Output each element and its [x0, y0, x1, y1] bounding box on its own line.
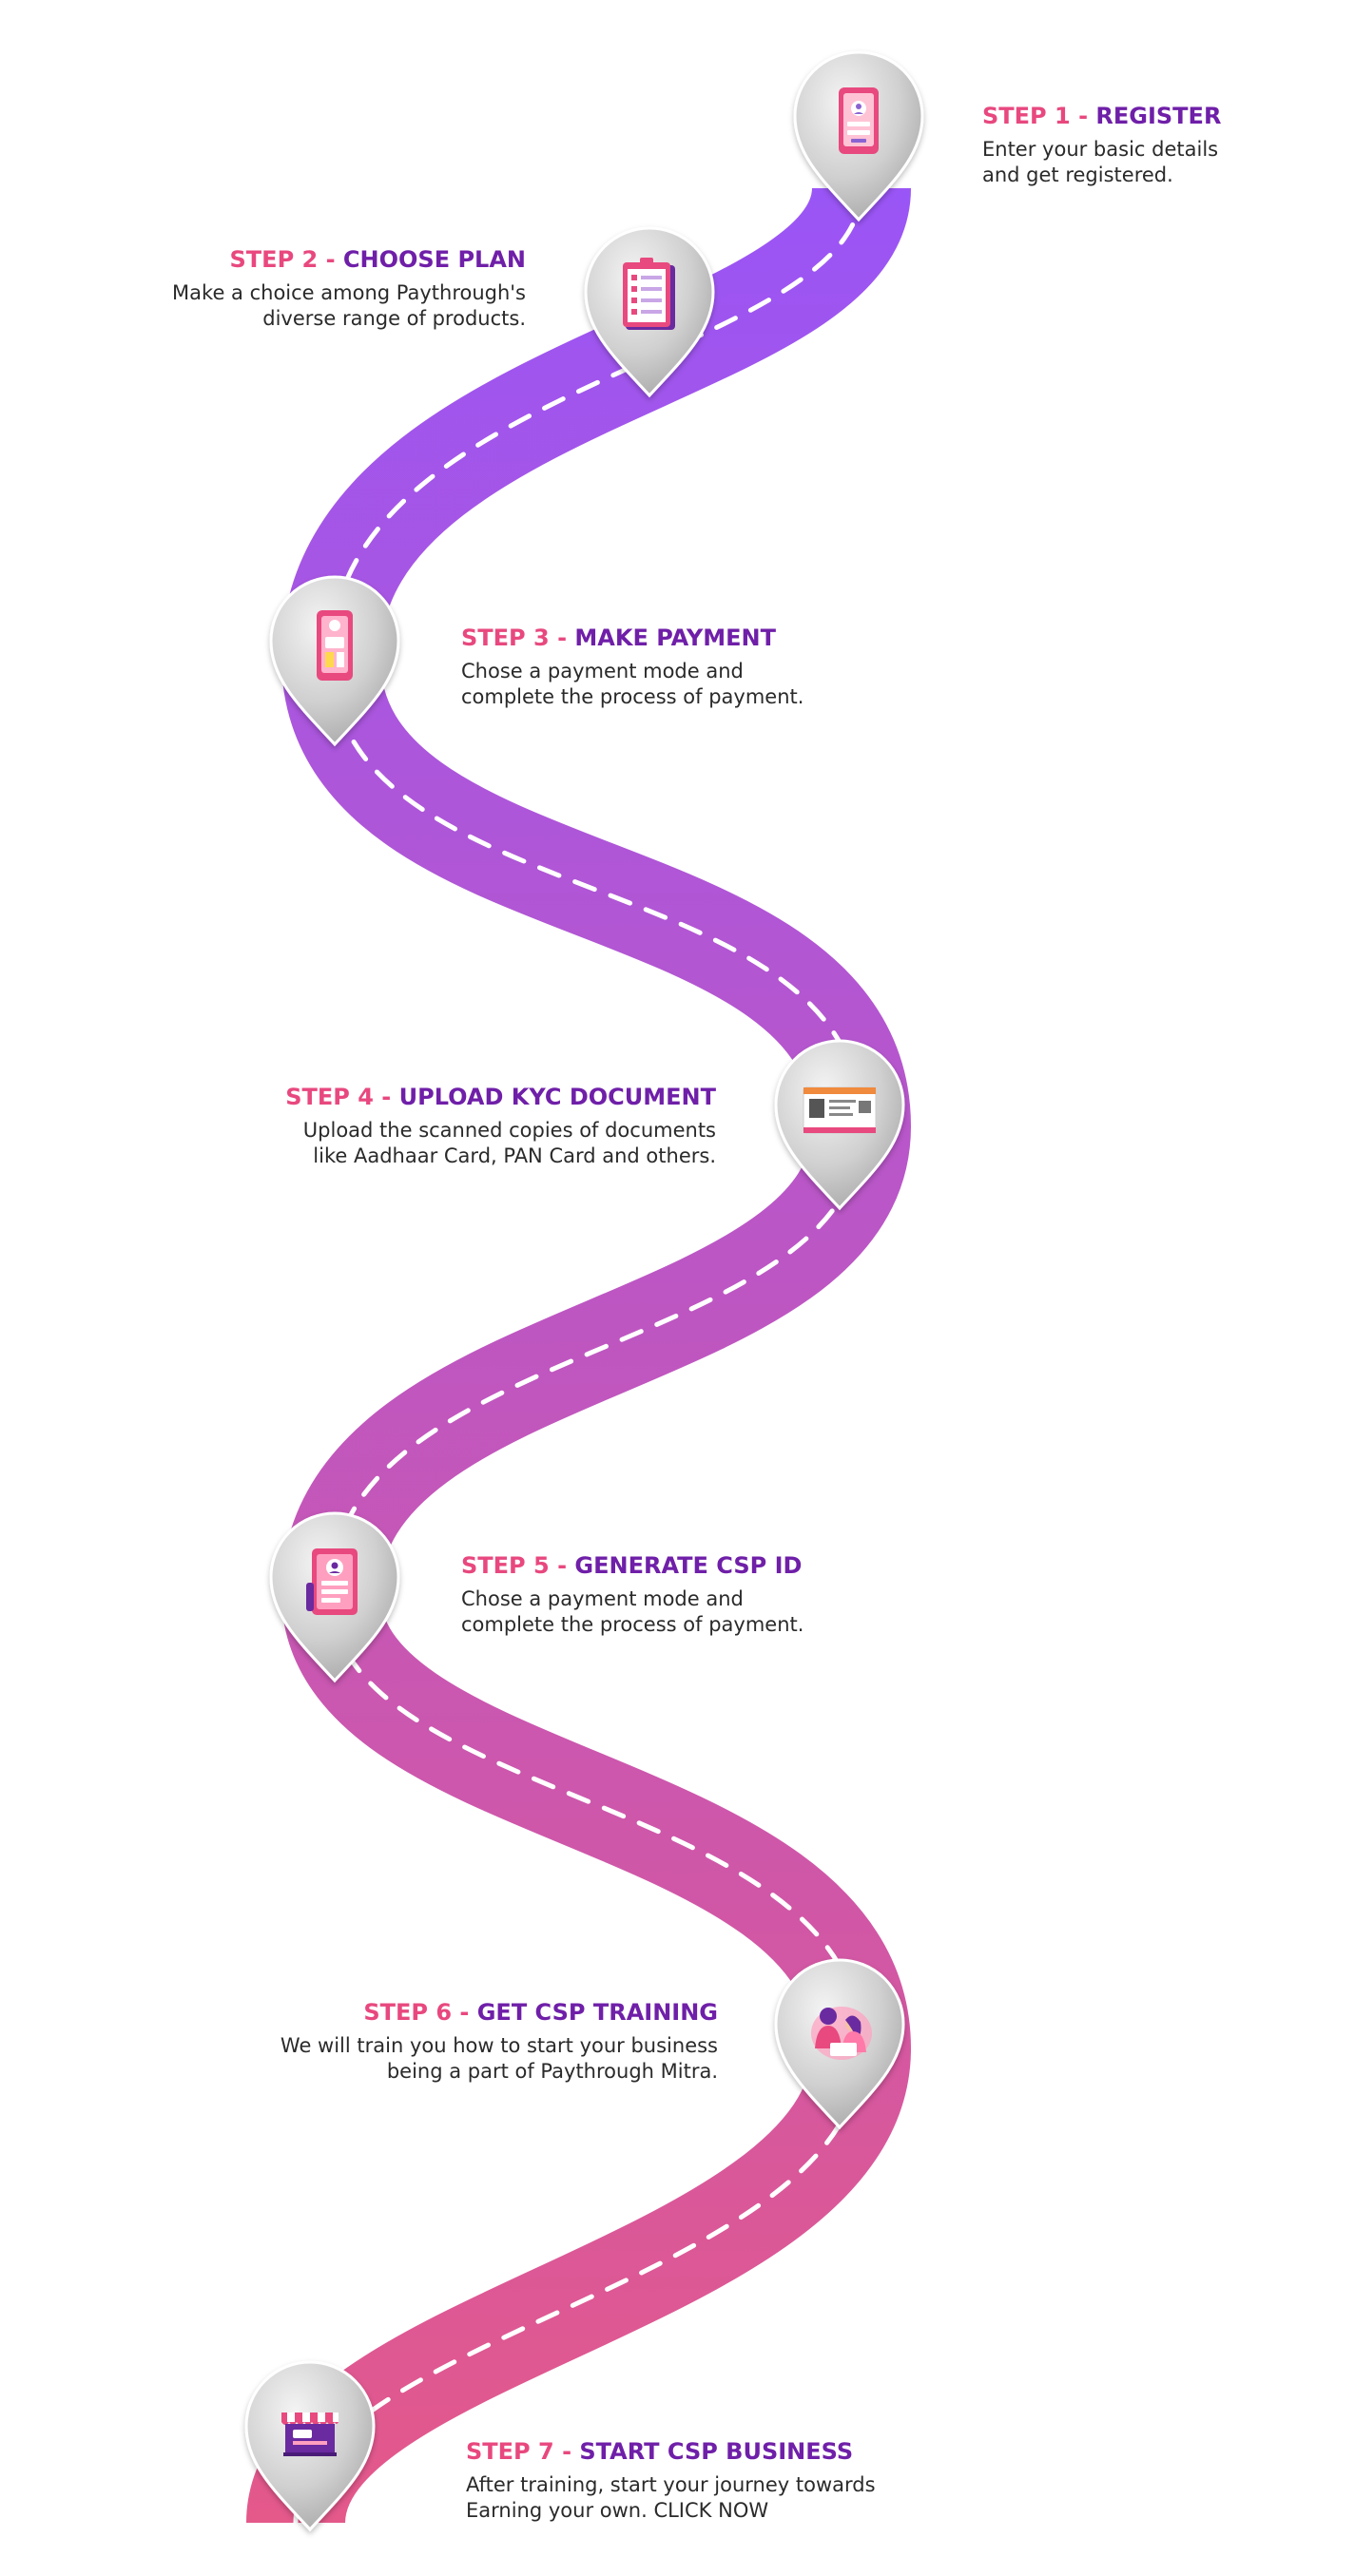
- step-4-description-line-2: like Aadhaar Card, PAN Card and others.: [313, 1144, 716, 1167]
- step-7-separator: -: [562, 2438, 572, 2465]
- step-1-title: STEP 1 - REGISTER: [982, 101, 1355, 131]
- step-2-name: CHOOSE PLAN: [342, 246, 526, 273]
- step-2-description-line-2: diverse range of products.: [262, 307, 526, 330]
- phone-registration-icon: [839, 87, 879, 154]
- pin-marker-step-7: [244, 2360, 376, 2532]
- step-3-description-line-1: Chose a payment mode and: [461, 660, 744, 682]
- step-7-description[interactable]: After training, start your journey towar…: [466, 2472, 1055, 2524]
- step-3-separator: -: [557, 625, 568, 651]
- step-2-separator: -: [325, 246, 336, 273]
- step-6-number: STEP 6: [363, 1999, 453, 2026]
- step-3-title: STEP 3 - MAKE PAYMENT: [461, 623, 994, 653]
- step-1-description-line-1: Enter your basic details: [982, 138, 1219, 161]
- step-3-description: Chose a payment mode and complete the pr…: [461, 659, 994, 710]
- step-2-description: Make a choice among Paythrough's diverse…: [0, 280, 526, 332]
- step-2-block: STEP 2 - CHOOSE PLAN Make a choice among…: [0, 244, 526, 332]
- road-center-dashes: [293, 185, 864, 2526]
- step-5-description-line-1: Chose a payment mode and: [461, 1587, 744, 1610]
- pin-marker-step-3: [269, 575, 400, 747]
- step-5-separator: -: [557, 1552, 568, 1579]
- step-3-number: STEP 3: [461, 625, 550, 651]
- pin-marker-step-6: [774, 1958, 905, 2130]
- step-4-title: STEP 4 - UPLOAD KYC DOCUMENT: [0, 1082, 716, 1112]
- step-5-block: STEP 5 - GENERATE CSP ID Chose a payment…: [461, 1550, 994, 1638]
- step-4-description-line-1: Upload the scanned copies of documents: [302, 1119, 716, 1142]
- step-1-name: REGISTER: [1095, 103, 1222, 129]
- clipboard-checklist-icon: [623, 258, 675, 330]
- step-3-description-line-2: complete the process of payment.: [461, 685, 804, 708]
- step-5-description: Chose a payment mode and complete the pr…: [461, 1586, 994, 1638]
- step-6-separator: -: [459, 1999, 470, 2026]
- step-6-block: STEP 6 - GET CSP TRAINING We will train …: [0, 1997, 718, 2085]
- step-5-name: GENERATE CSP ID: [574, 1552, 803, 1579]
- step-7-description-line-2[interactable]: Earning your own. CLICK NOW: [466, 2499, 769, 2522]
- step-4-separator: -: [381, 1084, 392, 1110]
- step-5-number: STEP 5: [461, 1552, 550, 1579]
- step-4-block: STEP 4 - UPLOAD KYC DOCUMENT Upload the …: [0, 1082, 716, 1169]
- step-1-block: STEP 1 - REGISTER Enter your basic detai…: [982, 101, 1355, 188]
- step-6-description: We will train you how to start your busi…: [0, 2033, 718, 2085]
- step-1-number: STEP 1: [982, 103, 1071, 129]
- step-1-separator: -: [1078, 103, 1089, 129]
- step-7-number: STEP 7: [466, 2438, 554, 2465]
- pin-marker-step-2: [584, 226, 715, 398]
- step-4-number: STEP 4: [285, 1084, 374, 1110]
- step-2-title: STEP 2 - CHOOSE PLAN: [0, 244, 526, 275]
- step-5-title: STEP 5 - GENERATE CSP ID: [461, 1550, 994, 1581]
- step-7-title: STEP 7 - START CSP BUSINESS: [466, 2436, 1055, 2467]
- step-4-name: UPLOAD KYC DOCUMENT: [398, 1084, 716, 1110]
- step-4-description: Upload the scanned copies of documents l…: [0, 1118, 716, 1169]
- mobile-payment-icon: [317, 610, 353, 681]
- step-2-description-line-1: Make a choice among Paythrough's: [172, 281, 526, 304]
- profile-id-icon: [306, 1548, 358, 1615]
- step-1-description: Enter your basic details and get registe…: [982, 137, 1355, 188]
- step-3-block: STEP 3 - MAKE PAYMENT Chose a payment mo…: [461, 623, 994, 710]
- step-2-number: STEP 2: [229, 246, 319, 273]
- pin-marker-step-4: [774, 1039, 905, 1211]
- step-6-name: GET CSP TRAINING: [476, 1999, 718, 2026]
- step-6-title: STEP 6 - GET CSP TRAINING: [0, 1997, 718, 2028]
- step-7-block: STEP 7 - START CSP BUSINESS After traini…: [466, 2436, 1055, 2524]
- step-7-description-line-1: After training, start your journey towar…: [466, 2473, 876, 2496]
- step-3-name: MAKE PAYMENT: [574, 625, 776, 651]
- step-5-description-line-2: complete the process of payment.: [461, 1613, 804, 1636]
- road-path: [246, 183, 912, 2528]
- training-people-icon: [811, 2007, 872, 2060]
- step-6-description-line-1: We will train you how to start your busi…: [280, 2034, 718, 2057]
- storefront-icon: [281, 2413, 339, 2456]
- pin-marker-step-5: [269, 1511, 400, 1683]
- step-6-description-line-2: being a part of Paythrough Mitra.: [386, 2060, 718, 2083]
- step-1-description-line-2: and get registered.: [982, 163, 1173, 186]
- step-7-name: START CSP BUSINESS: [579, 2438, 854, 2465]
- pin-marker-step-1: [793, 50, 924, 222]
- id-card-icon: [803, 1086, 877, 1134]
